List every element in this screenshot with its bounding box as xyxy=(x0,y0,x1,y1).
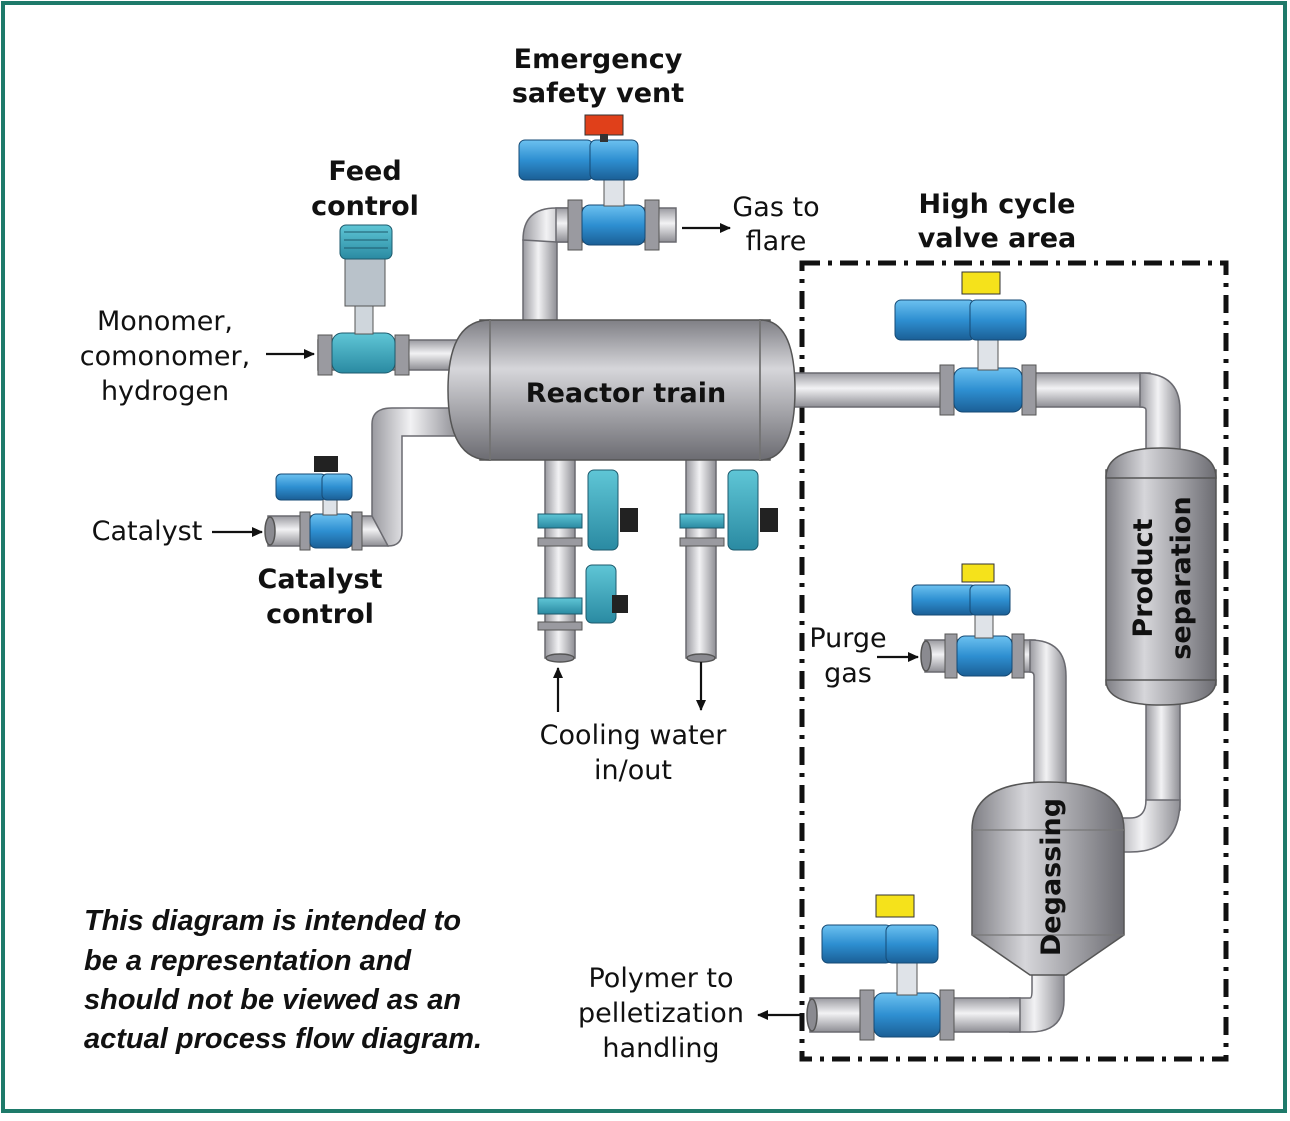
purge-handle-yellow xyxy=(961,563,995,583)
polymer-label-line2: pelletization xyxy=(578,998,744,1029)
gas-flare-label-line2: flare xyxy=(746,226,807,257)
product-separation-label-line2: separation xyxy=(1166,496,1197,659)
cooling-water-valves[interactable] xyxy=(537,469,778,631)
reactor-train-vessel xyxy=(447,319,796,461)
flow-arrows xyxy=(212,223,919,1020)
purge-label-line2: gas xyxy=(824,658,872,689)
emergency-label-line2: safety vent xyxy=(512,78,684,109)
reactor-train-label: Reactor train xyxy=(526,378,726,409)
catalyst-control-valve[interactable] xyxy=(275,456,363,551)
emergency-handle-red xyxy=(584,114,624,136)
product-separation-label-line1: Product xyxy=(1128,518,1159,637)
polymer-outlet-valve[interactable] xyxy=(821,894,955,1041)
monomer-label-line2: comonomer, xyxy=(80,341,250,372)
disclaimer-line4: actual process flow diagram. xyxy=(84,1023,482,1055)
degassing-label: Degassing xyxy=(1036,798,1067,956)
disclaimer-line1: This diagram is intended to xyxy=(84,905,461,937)
product-separation-vessel xyxy=(1105,447,1217,706)
cooling-label-line2: in/out xyxy=(594,755,672,786)
catalyst-control-label-line2: control xyxy=(266,599,374,630)
monomer-label-line3: hydrogen xyxy=(101,376,229,407)
emergency-label-line1: Emergency xyxy=(514,44,683,75)
high-cycle-label-line2: valve area xyxy=(918,223,1076,254)
high-cycle-label-line1: High cycle xyxy=(919,189,1076,220)
pipe-ends xyxy=(264,516,932,1032)
monomer-label-line1: Monomer, xyxy=(97,306,233,337)
disclaimer-line3: should not be viewed as an xyxy=(84,984,461,1016)
catalyst-label: Catalyst xyxy=(92,516,203,547)
catalyst-control-label-line1: Catalyst xyxy=(258,564,383,595)
polymer-label-line1: Polymer to xyxy=(588,963,733,994)
purge-gas-valve[interactable] xyxy=(911,563,1025,679)
emergency-vent-valve[interactable] xyxy=(518,114,660,251)
feed-label-line1: Feed xyxy=(328,156,401,187)
gas-flare-label-line1: Gas to xyxy=(732,192,819,223)
outlet-high-cycle-valve[interactable] xyxy=(894,271,1037,416)
disclaimer-line2: be a representation and xyxy=(84,945,412,977)
outlet-handle-yellow xyxy=(961,271,1001,295)
polymer-label-line3: handling xyxy=(602,1033,719,1064)
feed-label-line2: control xyxy=(311,191,419,222)
degassing-vessel xyxy=(971,781,1125,976)
cooling-label-line1: Cooling water xyxy=(540,720,728,751)
purge-label-line1: Purge xyxy=(809,623,886,654)
feed-control-valve[interactable] xyxy=(317,224,410,376)
high-cycle-area-boundary xyxy=(799,260,1229,1062)
catalyst-handle-black xyxy=(314,456,338,472)
polymer-handle-yellow xyxy=(875,894,915,918)
